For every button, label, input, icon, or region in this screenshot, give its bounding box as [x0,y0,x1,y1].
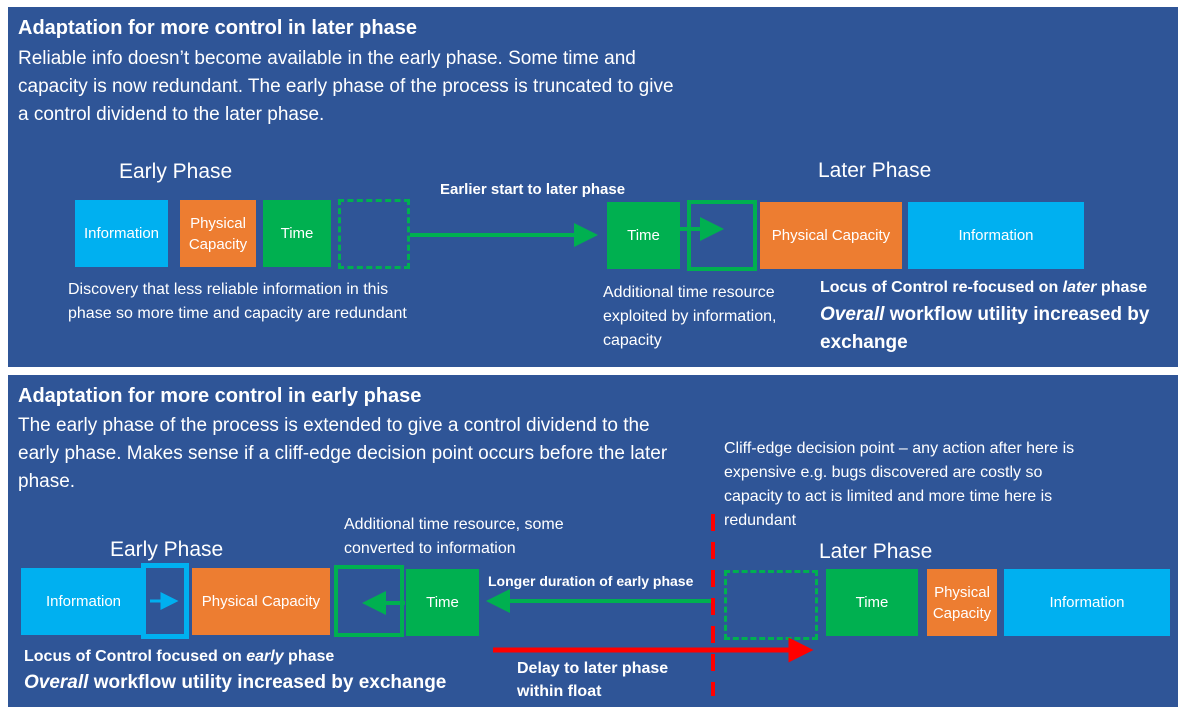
bottom-overall-note: Overall workflow utility increased by ex… [24,669,446,697]
top-description: Reliable info doesn’t become available i… [18,48,674,125]
bottom-later-time-box: Time [826,569,918,636]
top-later-time-box: Time [607,202,680,269]
top-exploited-slot [687,200,757,271]
top-early-time-box: Time [263,200,331,267]
top-later-information-box: Information [908,202,1084,269]
bottom-early-information-box: Information [21,568,146,635]
bottom-panel: Adaptation for more control in early pha… [6,373,1180,709]
top-locus-emph: later [1062,279,1097,296]
bottom-locus-note: Locus of Control focused on early phase [24,648,334,666]
bottom-later-phase-label: Later Phase [819,540,933,563]
bottom-later-capacity-box: Physical Capacity [927,569,997,636]
bottom-overall-emph: Overall [24,672,89,693]
top-panel: Adaptation for more control in later pha… [6,5,1180,369]
top-resource-note: Additional time resource exploited by in… [603,284,777,349]
top-title: Adaptation for more control in later pha… [18,17,417,39]
bottom-locus-emph: early [246,648,284,665]
top-overall-emph: Overall [820,304,885,325]
top-early-phase-label: Early Phase [119,160,233,183]
top-locus-prefix: Locus of Control re-focused on [820,279,1063,296]
bottom-overall-rest: workflow utility increased by exchange [88,672,447,693]
bottom-locus-suffix: phase [283,648,335,665]
bottom-early-time-box: Time [406,569,479,636]
top-locus-suffix: phase [1096,279,1148,296]
top-early-information-box: Information [75,200,168,267]
top-locus-note: Locus of Control re-focused on later pha… [820,279,1147,297]
top-overall-note: Overall workflow utility increased by ex… [820,301,1165,357]
top-early-capacity-box: Physical Capacity [180,200,256,267]
top-overall-rest: workflow utility increased by exchange [820,304,1150,353]
bottom-arrow-label: Longer duration of early phase [488,573,694,589]
top-discovery-note: Discovery that less reliable information… [68,281,407,322]
bottom-delay-label: Delay to later phase within float [517,660,669,700]
bottom-converted-slot [141,563,189,639]
top-later-capacity-box: Physical Capacity [760,202,902,269]
bottom-title: Adaptation for more control in early pha… [18,385,422,407]
bottom-cliff-note: Cliff-edge decision point – any action a… [724,440,1075,529]
bottom-early-capacity-box: Physical Capacity [192,568,330,635]
bottom-description: The early phase of the process is extend… [18,415,668,492]
bottom-later-information-box: Information [1004,569,1170,636]
bottom-early-phase-label: Early Phase [110,538,224,561]
bottom-resource-note: Additional time resource, some converted… [344,516,564,557]
bottom-delayed-slot [724,570,818,640]
top-truncated-slot [338,199,410,269]
top-later-phase-label: Later Phase [818,159,932,182]
bottom-locus-prefix: Locus of Control focused on [24,648,247,665]
top-arrow-label: Earlier start to later phase [440,181,626,198]
